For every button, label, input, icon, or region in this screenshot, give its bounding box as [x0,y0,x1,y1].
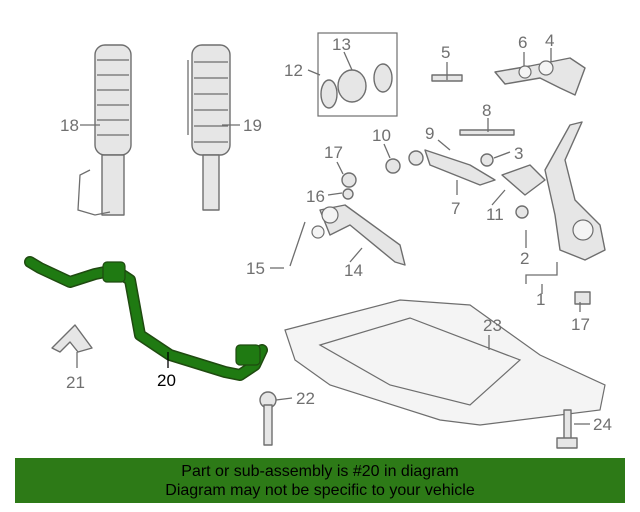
callout-14: 14 [344,261,363,280]
hardware-group [341,129,591,305]
callout-23: 23 [483,316,502,335]
air-strut-18 [77,44,132,216]
lower-arm-14 [289,204,406,267]
callout-7: 7 [451,199,460,218]
callout-24: 24 [593,415,612,434]
callout-2: 2 [520,249,529,268]
callout-6: 6 [518,33,527,52]
part-notice-line2: Diagram may not be specific to your vehi… [165,482,475,499]
callout-15: 15 [246,259,265,278]
leader-lines [76,48,590,425]
callout-3: 3 [514,144,523,163]
callout-18: 18 [60,116,79,135]
parts-diagram: 1 2 3 4 5 6 7 8 9 10 11 12 13 14 15 16 1… [24,31,612,449]
callout-5: 5 [441,43,450,62]
callout-21: 21 [66,373,85,392]
callout-4: 4 [545,31,554,50]
subframe-23 [284,299,606,426]
callout-9: 9 [425,124,434,143]
upper-control-arm [431,57,586,96]
callout-1: 1 [536,290,545,309]
bracket-21 [51,324,93,353]
callout-11: 11 [486,205,504,224]
steering-knuckle-1 [544,121,606,261]
bushing-kit-12 [317,32,398,117]
callout-22: 22 [296,389,315,408]
callout-12: 12 [284,61,303,80]
part-notice-line1: Part or sub-assembly is #20 in diagram [181,463,459,480]
callout-labels: 1 2 3 4 5 6 7 8 9 10 11 12 13 14 15 16 1… [60,31,612,434]
air-strut-19 [187,44,231,211]
callout-17a: 17 [324,143,343,162]
part-notice-banner: Part or sub-assembly is #20 in diagram D… [15,458,625,503]
callout-20: 20 [157,371,176,390]
callout-8: 8 [482,101,491,120]
callout-10: 10 [372,126,391,145]
callout-16: 16 [306,187,325,206]
stabilizer-link-22 [259,391,277,446]
callout-17b: 17 [571,315,590,334]
stabilizer-bar-20[interactable] [24,256,268,381]
callout-13: 13 [332,35,351,54]
callout-19: 19 [243,116,262,135]
bolt-24 [556,409,578,449]
